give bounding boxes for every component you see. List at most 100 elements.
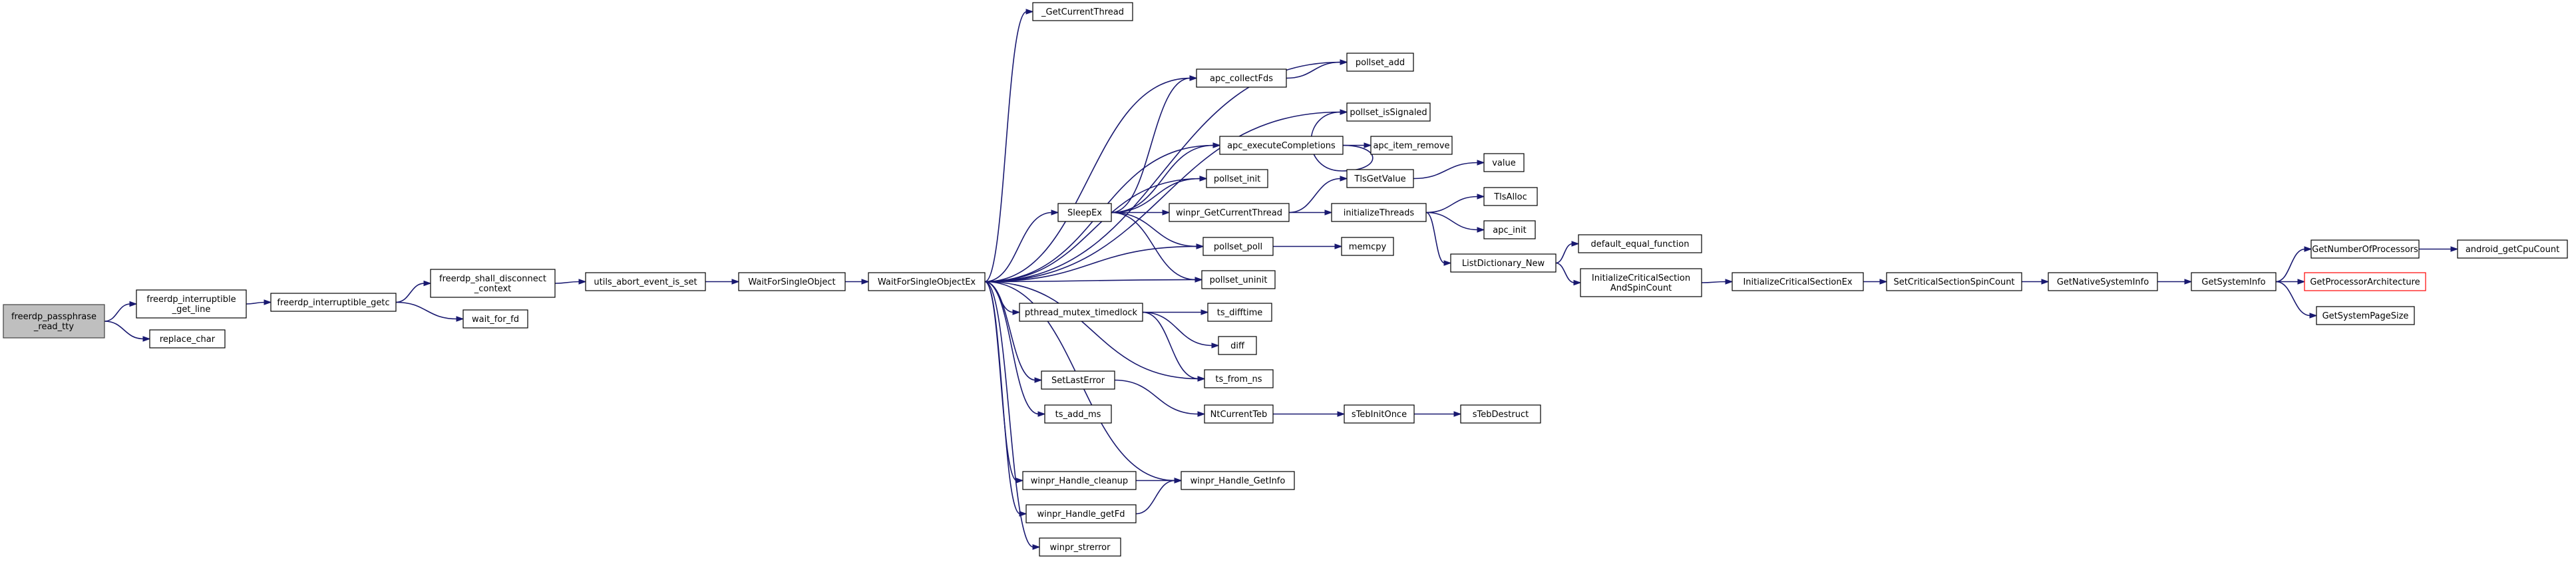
edge-getnativesys-to-getsysinfo (2157, 279, 2193, 285)
node-getnumproc[interactable]: GetNumberOfProcessors (2310, 239, 2420, 259)
node-label: winpr_Handle_getFd (1037, 509, 1125, 519)
edge-pthread_mutex-to-ts_from_ns (1142, 311, 1206, 382)
node-shall-disconnect[interactable]: freerdp_shall_disconnect_context (430, 269, 556, 298)
edge-initthreads-to-listdict (1425, 212, 1452, 266)
node-getcurrentthread[interactable]: _GetCurrentThread (1032, 2, 1133, 21)
node-label: _read_tty (33, 322, 74, 332)
node-root[interactable]: freerdp_passphrase_read_tty (3, 304, 105, 339)
node-setlasterror[interactable]: SetLastError (1041, 370, 1115, 390)
node-getnativesys[interactable]: GetNativeSystemInfo (2048, 272, 2158, 291)
node-label: _context (474, 284, 512, 294)
edge-wfsoex-to-pollset_add (984, 59, 1348, 283)
node-value[interactable]: value (1483, 153, 1525, 172)
node-ts-add-ms[interactable]: ts_add_ms (1044, 404, 1112, 424)
node-label: apc_executeCompletions (1227, 141, 1336, 151)
node-strerror[interactable]: winpr_strerror (1039, 537, 1121, 557)
edge-initcsex-to-setcsspin (1863, 279, 1888, 285)
node-steb-init[interactable]: sTebInitOnce (1344, 404, 1415, 424)
node-pollset-init[interactable]: pollset_init (1206, 169, 1268, 188)
node-diff[interactable]: diff (1218, 336, 1257, 355)
node-getpagesize[interactable]: GetSystemPageSize (2316, 306, 2415, 325)
node-initcsex[interactable]: InitializeCriticalSectionEx (1732, 272, 1864, 291)
node-wait-for-fd[interactable]: wait_for_fd (462, 309, 528, 329)
node-label: SetLastError (1051, 376, 1105, 386)
node-label: freerdp_interruptible_getc (277, 298, 389, 308)
node-tlsgetvalue[interactable]: TlsGetValue (1346, 169, 1414, 188)
node-label: freerdp_passphrase (11, 312, 96, 322)
node-default-equal[interactable]: default_equal_function (1578, 234, 1702, 253)
node-getc[interactable]: freerdp_interruptible_getc (270, 293, 397, 312)
edge-listdict-to-default_equal (1555, 241, 1580, 264)
node-handle-cleanup[interactable]: winpr_Handle_cleanup (1022, 471, 1137, 490)
node-wfsoex[interactable]: WaitForSingleObjectEx (868, 272, 986, 291)
edge-setlasterror-to-ntcurrentteb (1114, 379, 1206, 417)
edge-shall_disconnect-to-abort_event (554, 279, 587, 285)
node-wfso[interactable]: WaitForSingleObject (738, 272, 846, 291)
node-label: sTebInitOnce (1352, 410, 1407, 420)
node-tlsalloc[interactable]: TlsAlloc (1483, 187, 1538, 206)
call-graph-edges (104, 9, 2459, 550)
node-android-cpu[interactable]: android_getCpuCount (2457, 239, 2568, 259)
edge-pthread_mutex-to-ts_difftime (1143, 309, 1209, 315)
call-graph-nodes: freerdp_passphrase_read_tty freerdp_inter… (3, 2, 2568, 557)
edge-get_line-to-getc (246, 299, 272, 305)
node-label: apc_init (1493, 225, 1526, 235)
node-label: _get_line (172, 305, 211, 315)
node-get-line[interactable]: freerdp_interruptible_get_line (136, 289, 247, 319)
node-label: utils_abort_event_is_set (594, 277, 697, 287)
node-memcpy[interactable]: memcpy (1341, 237, 1394, 256)
node-pollset-add[interactable]: pollset_add (1346, 53, 1414, 72)
edge-getc-to-wait_for_fd (395, 301, 464, 322)
node-pthread-mutex[interactable]: pthread_mutex_timedlock (1019, 303, 1143, 322)
node-setcsspin[interactable]: SetCriticalSectionSpinCount (1886, 272, 2022, 291)
node-pollset-uninit[interactable]: pollset_uninit (1201, 270, 1276, 289)
edge-apc_exec-to-apc_item_remove (1343, 142, 1372, 148)
edge-steb_init-to-steb_destruct (1414, 411, 1462, 417)
node-handle-getinfo[interactable]: winpr_Handle_GetInfo (1181, 471, 1295, 490)
node-getprocarch[interactable]: GetProcessorArchitecture (2304, 272, 2426, 291)
node-label: GetSystemInfo (2201, 277, 2265, 287)
node-label: android_getCpuCount (2466, 245, 2559, 255)
node-label: apc_item_remove (1373, 141, 1449, 151)
node-listdict[interactable]: ListDictionary_New (1450, 253, 1557, 273)
edge-initthreads-to-tlsalloc (1425, 194, 1485, 213)
node-replace-char[interactable]: replace_char (149, 329, 226, 349)
edge-sleepex-to-pollset_init (1111, 176, 1208, 213)
node-pollset-poll[interactable]: pollset_poll (1202, 237, 1274, 256)
edge-tlsgetvalue-to-value (1413, 160, 1485, 180)
node-apc-exec[interactable]: apc_executeCompletions (1219, 136, 1344, 155)
node-winpr-gct[interactable]: winpr_GetCurrentThread (1169, 203, 1290, 222)
node-apc-item-remove[interactable]: apc_item_remove (1370, 136, 1453, 155)
edge-apc_exec-to-pollset_signaled (1310, 109, 1374, 172)
node-sleepex[interactable]: SleepEx (1057, 203, 1112, 222)
edge-abort_event-to-wfso (705, 279, 740, 285)
node-initthreads[interactable]: initializeThreads (1331, 203, 1427, 222)
node-label: default_equal_function (1591, 239, 1690, 249)
edge-root-to-get_line (104, 301, 138, 322)
node-apc-init[interactable]: apc_init (1483, 220, 1536, 239)
node-ts-difftime[interactable]: ts_difftime (1207, 303, 1272, 322)
node-label: winpr_GetCurrentThread (1176, 208, 1282, 218)
node-ts-from-ns[interactable]: ts_from_ns (1204, 369, 1274, 388)
node-ntcurrentteb[interactable]: NtCurrentTeb (1204, 404, 1274, 424)
node-apc-collect[interactable]: apc_collectFds (1196, 69, 1287, 88)
node-label: GetNativeSystemInfo (2057, 277, 2149, 287)
edge-pollset_poll-to-memcpy (1273, 243, 1343, 249)
node-pollset-signaled[interactable]: pollset_isSignaled (1346, 102, 1431, 122)
node-abort-event[interactable]: utils_abort_event_is_set (585, 272, 706, 291)
node-label: GetProcessorArchitecture (2310, 277, 2420, 287)
node-getsysinfo[interactable]: GetSystemInfo (2191, 272, 2277, 291)
node-label: sTebDestruct (1473, 410, 1529, 420)
node-label: wait_for_fd (472, 315, 519, 325)
edge-initthreads-to-apc_init (1425, 212, 1485, 233)
edge-handle_getfd-to-handle_getinfo (1135, 478, 1183, 515)
edge-getc-to-shall_disconnect (395, 280, 432, 303)
edge-wfsoex-to-ts_from_ns (984, 281, 1206, 382)
node-label: pollset_uninit (1210, 275, 1268, 285)
node-label: pollset_isSignaled (1350, 108, 1427, 118)
node-label: apc_collectFds (1210, 74, 1273, 84)
node-handle-getfd[interactable]: winpr_Handle_getFd (1025, 504, 1137, 523)
node-steb-destruct[interactable]: sTebDestruct (1460, 404, 1541, 424)
edge-winpr_gct-to-initthreads (1288, 210, 1333, 215)
